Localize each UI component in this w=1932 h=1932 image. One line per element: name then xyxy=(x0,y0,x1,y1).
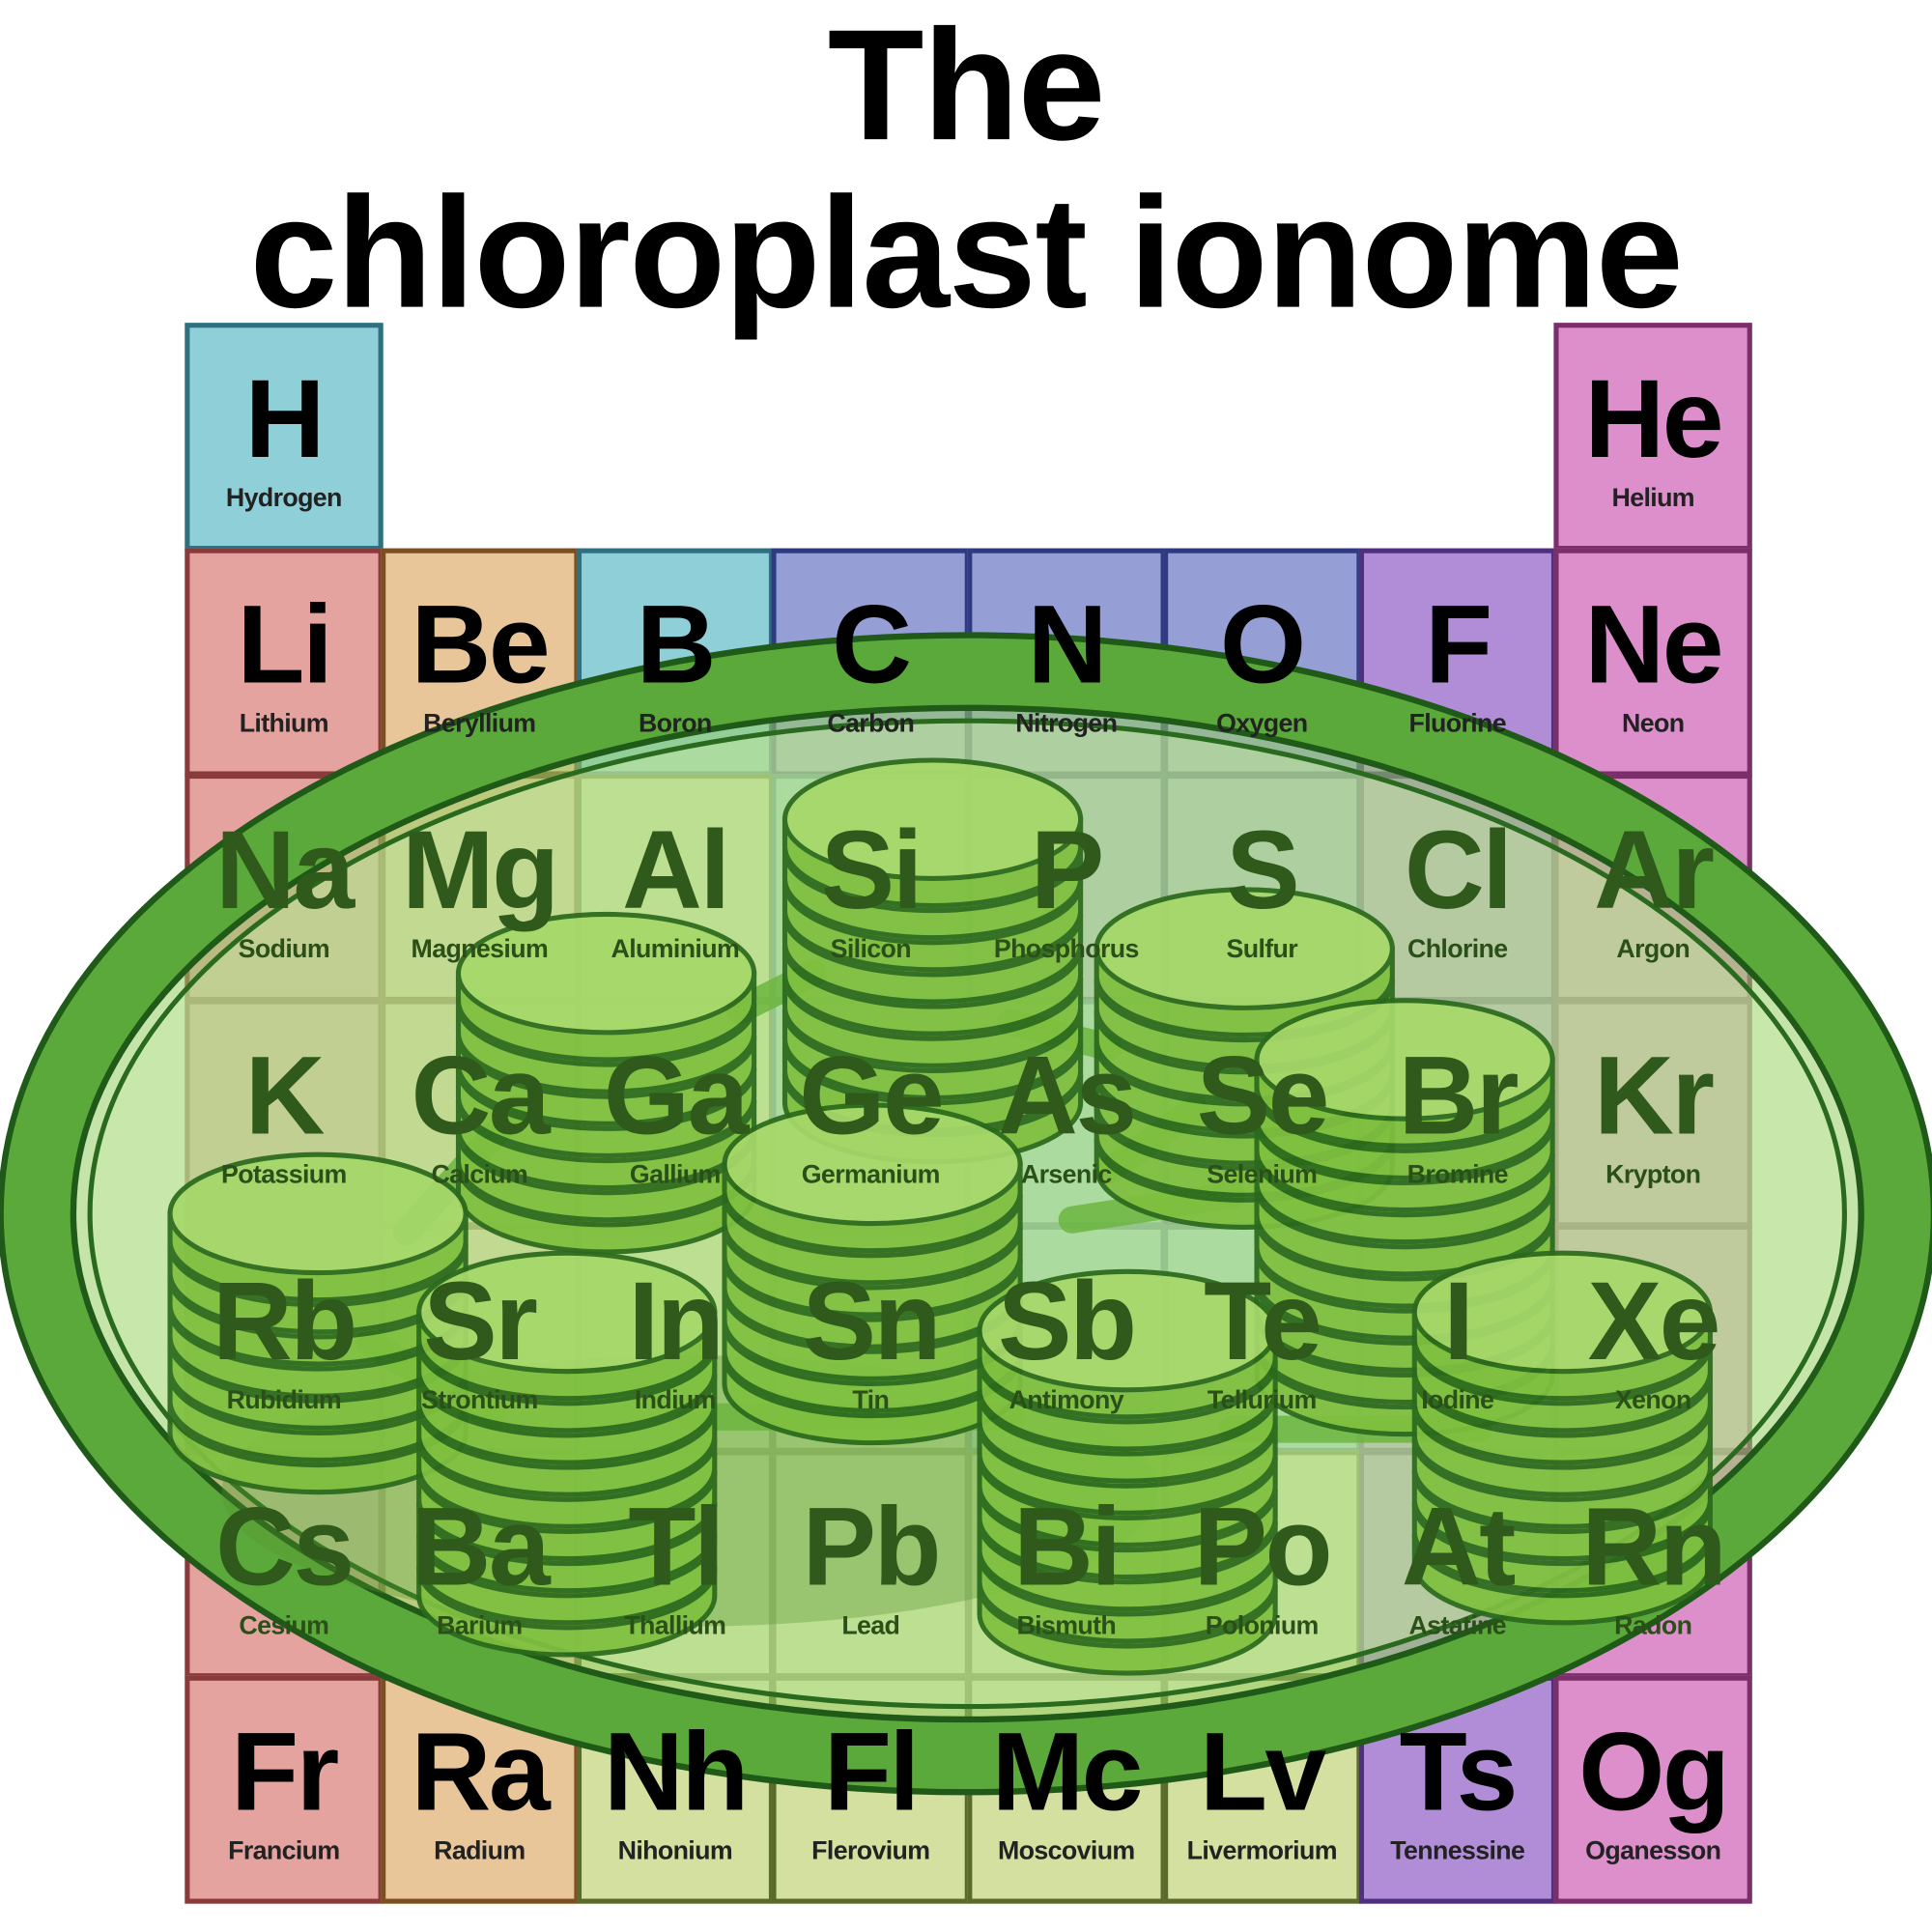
thylakoid-stack-icon xyxy=(455,911,757,1255)
thylakoid-stack-icon xyxy=(416,1250,718,1658)
chloroplast-envelope-inner xyxy=(3,638,1931,1790)
thylakoid-stack-icon xyxy=(167,1151,469,1495)
element-cell-ne xyxy=(1553,548,1752,777)
thylakoid-stack-icon xyxy=(722,1102,1023,1446)
element-cell-og xyxy=(1553,1675,1752,1904)
title-line-1: The xyxy=(827,0,1106,174)
thylakoid-stack-icon xyxy=(1411,1250,1713,1626)
title-line-2: chloroplast ionome xyxy=(249,164,1684,342)
thylakoid-stack-icon xyxy=(977,1268,1278,1676)
thylakoid-stack-icon xyxy=(781,757,1084,1165)
element-cell-he xyxy=(1553,323,1752,552)
